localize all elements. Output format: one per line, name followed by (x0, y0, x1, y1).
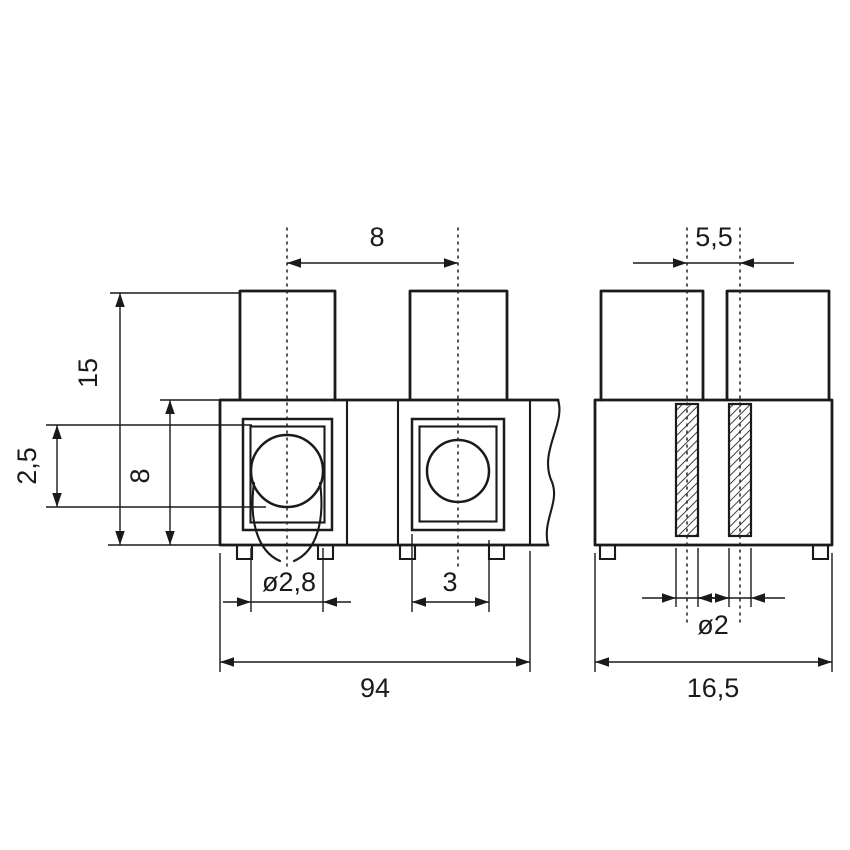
side-view-dimensions: 5,5 ø2 16,5 (594, 222, 833, 703)
dim-label-pitch: 8 (369, 222, 384, 252)
dim-label-length: 94 (360, 673, 390, 703)
front-partition-walls (345, 398, 532, 547)
wire-hole-circle-2 (425, 438, 491, 504)
extension-lines-screw-dia (675, 548, 752, 607)
clamp-claw-right (292, 481, 323, 563)
dim-label-hole-dia: ø2,8 (262, 567, 316, 597)
front-view-dimensions: 8 15 8 2,5 ø2,8 3 94 (12, 222, 531, 703)
mounting-feet-front (235, 543, 506, 561)
dim-label-screw-dia: ø2 (697, 610, 729, 640)
dim-label-screw-spacing: 5,5 (695, 222, 733, 252)
front-body-outline (218, 398, 560, 547)
dim-label-total-height: 15 (73, 358, 103, 388)
extension-lines-left (46, 292, 266, 546)
dim-label-clamp-depth: 2,5 (12, 447, 42, 485)
side-body-outline (593, 398, 834, 547)
side-tower-2 (725, 289, 831, 402)
side-view (593, 227, 834, 623)
dim-label-depth: 16,5 (687, 673, 740, 703)
mounting-feet-side (598, 543, 830, 561)
side-tower-1 (599, 289, 705, 402)
extension-lines-depth (594, 553, 833, 672)
dim-label-body-height: 8 (125, 468, 155, 483)
break-line (545, 398, 561, 547)
extension-lines-length (219, 551, 531, 672)
dim-label-partition: 3 (442, 567, 457, 597)
front-view (218, 227, 561, 569)
clamp-claw-left (251, 481, 282, 563)
wire-hole-circle-1 (249, 433, 325, 509)
